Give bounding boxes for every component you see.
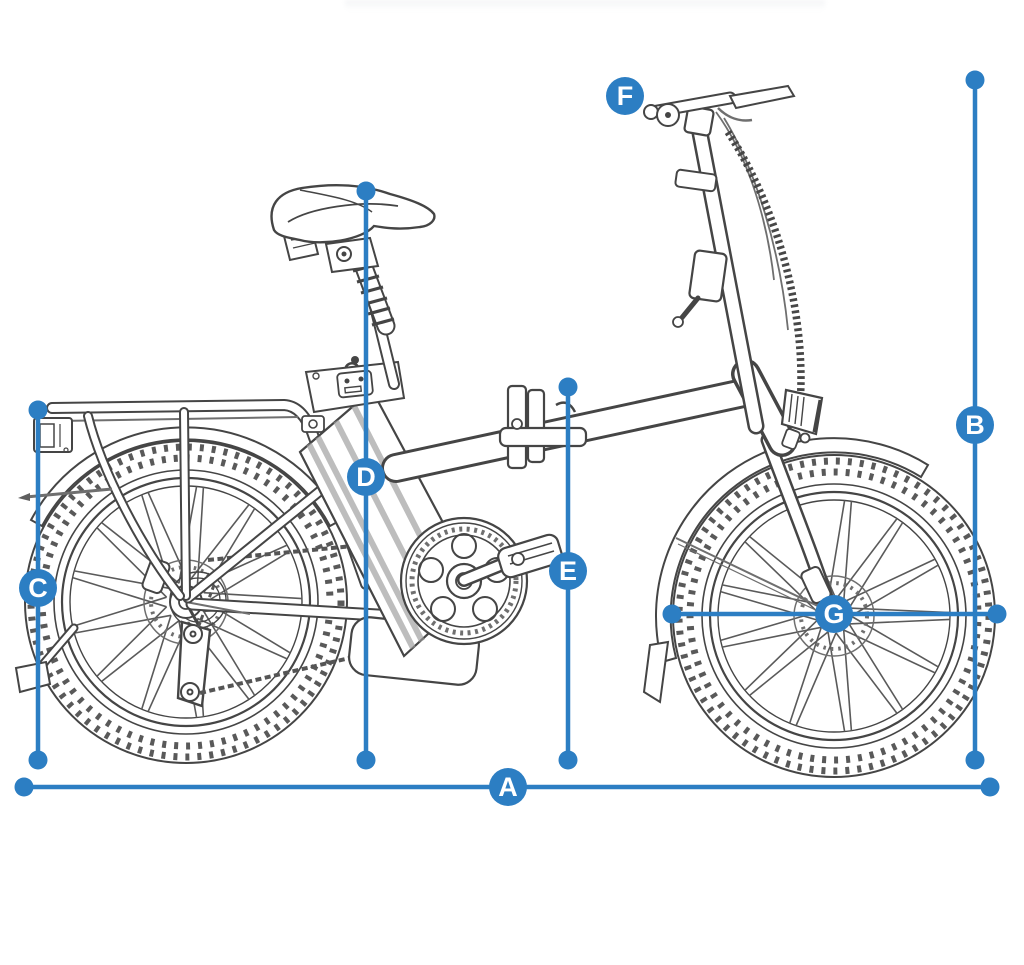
dimension-g: G [662, 595, 1007, 633]
dimension-a: A [14, 768, 1000, 806]
stay-tip [18, 493, 30, 501]
dim-label-e: E [559, 556, 577, 586]
handlebar [643, 84, 796, 137]
dim-g-left-dot [662, 604, 682, 624]
headlight [780, 388, 824, 444]
stem-fold-latch [688, 249, 728, 303]
dim-marker-d [347, 458, 385, 496]
stem-clamp-ring [674, 168, 718, 193]
mud-flap [642, 640, 670, 704]
frame-folding-hinge [498, 384, 588, 470]
dimension-overlay: A B C [14, 70, 1007, 806]
rear-rack [18, 398, 372, 601]
dim-marker-e [549, 552, 587, 590]
bike-artwork [14, 84, 996, 778]
saddle [270, 183, 436, 274]
dim-d-bottom-dot [356, 750, 376, 770]
dim-c-bottom-dot [28, 750, 48, 770]
dim-a-left-dot [14, 777, 34, 797]
dim-marker-a [489, 768, 527, 806]
dim-marker-g [815, 595, 853, 633]
page-edge-artifact [345, 0, 825, 10]
folding-stem [672, 124, 765, 435]
dim-e-top-dot [558, 377, 578, 397]
dim-label-b: B [965, 410, 985, 440]
front-fork [760, 432, 838, 618]
dim-b-top-dot [965, 70, 985, 90]
dim-marker-c [19, 569, 57, 607]
front-fender [642, 437, 930, 704]
kickstand [14, 623, 79, 694]
dim-g-right-dot [987, 604, 1007, 624]
dim-marker-b [956, 406, 994, 444]
dim-label-a: A [498, 772, 518, 802]
dim-d-top-dot [356, 181, 376, 201]
brake-lever [728, 84, 796, 110]
pedal [497, 533, 563, 579]
dim-e-bottom-dot [558, 750, 578, 770]
dimension-f: F [606, 77, 644, 115]
dimension-b: B [956, 70, 994, 770]
crankset [399, 516, 563, 646]
dimension-e: E [549, 377, 587, 770]
dim-label-d: D [356, 462, 376, 492]
dim-label-c: C [28, 573, 48, 603]
dim-a-right-dot [980, 777, 1000, 797]
dimension-c: C [19, 400, 57, 770]
hinge-lever [498, 426, 588, 448]
dimension-d: D [347, 181, 385, 770]
dim-c-top-dot [28, 400, 48, 420]
dim-b-bottom-dot [965, 750, 985, 770]
dim-marker-f [606, 77, 644, 115]
dim-label-f: F [617, 81, 634, 111]
dim-label-g: G [823, 599, 844, 629]
